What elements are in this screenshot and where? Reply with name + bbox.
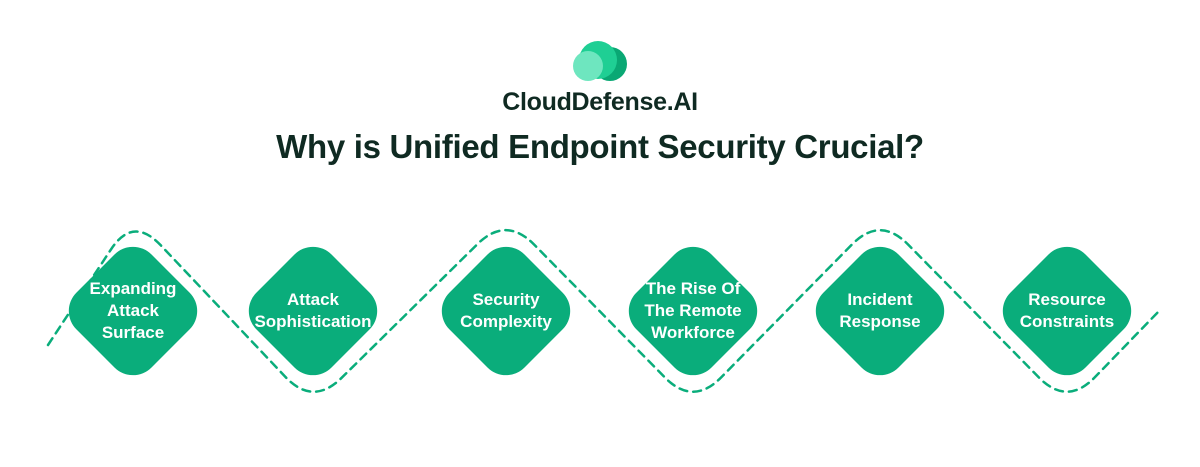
diamond-label: Expanding Attack Surface: [89, 279, 177, 342]
diamond-label: Attack Sophistication: [254, 290, 372, 331]
diamond-label: Security Complexity: [460, 290, 552, 331]
page-title: Why is Unified Endpoint Security Crucial…: [276, 128, 924, 165]
clouddefense-logo-icon: [573, 41, 627, 81]
diamond-label: The Rise Of The Remote Workforce: [644, 279, 742, 342]
brand-name: CloudDefense.AI: [502, 88, 698, 116]
diamond-item: Resource Constraints: [992, 236, 1142, 386]
diamond-label: Incident Response: [839, 290, 921, 331]
diamond-item: Security Complexity: [431, 236, 581, 386]
diamond-item: Incident Response: [805, 236, 955, 386]
diamond-item: Attack Sophistication: [238, 236, 388, 386]
diamond-label: Resource Constraints: [1019, 290, 1115, 331]
diamond-item: Expanding Attack Surface: [58, 236, 208, 386]
diamond-item: The Rise Of The Remote Workforce: [618, 236, 768, 386]
